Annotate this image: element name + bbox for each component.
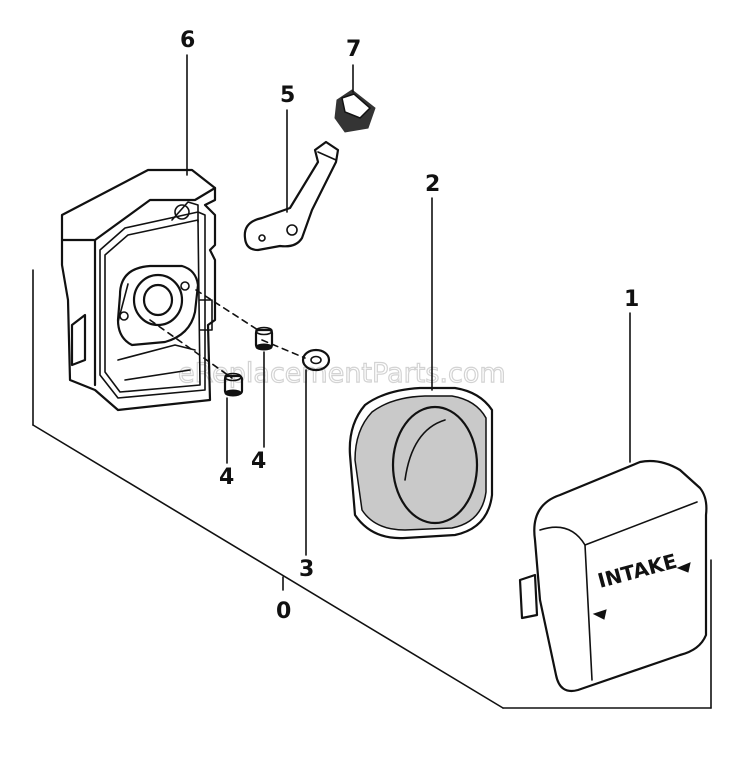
- callout-6: 6: [180, 28, 195, 53]
- part-5-lever: [243, 140, 340, 252]
- part-7-block: [334, 89, 376, 133]
- callout-4-right: 4: [251, 449, 266, 474]
- cover-label-intake: INTAKE: [595, 549, 679, 593]
- callout-2: 2: [425, 172, 440, 197]
- callout-0: 0: [276, 599, 291, 624]
- assembly-bracket: [32, 269, 712, 709]
- callout-3: 3: [299, 557, 314, 582]
- part-1-intake-cover: INTAKE: [518, 459, 708, 693]
- callout-4-left: 4: [219, 465, 234, 490]
- leader-lines: [186, 54, 631, 556]
- part-4-bushing-upper: [254, 326, 274, 351]
- part-3-washer: [301, 348, 331, 372]
- callout-5: 5: [280, 83, 295, 108]
- part-6-housing: [60, 168, 306, 412]
- watermark-text: eReplacementParts.com: [178, 358, 506, 389]
- part-4-bushing-lower: [223, 372, 244, 397]
- part-2-filter-element: [348, 386, 494, 540]
- callout-1: 1: [624, 287, 639, 312]
- callout-7: 7: [346, 37, 361, 62]
